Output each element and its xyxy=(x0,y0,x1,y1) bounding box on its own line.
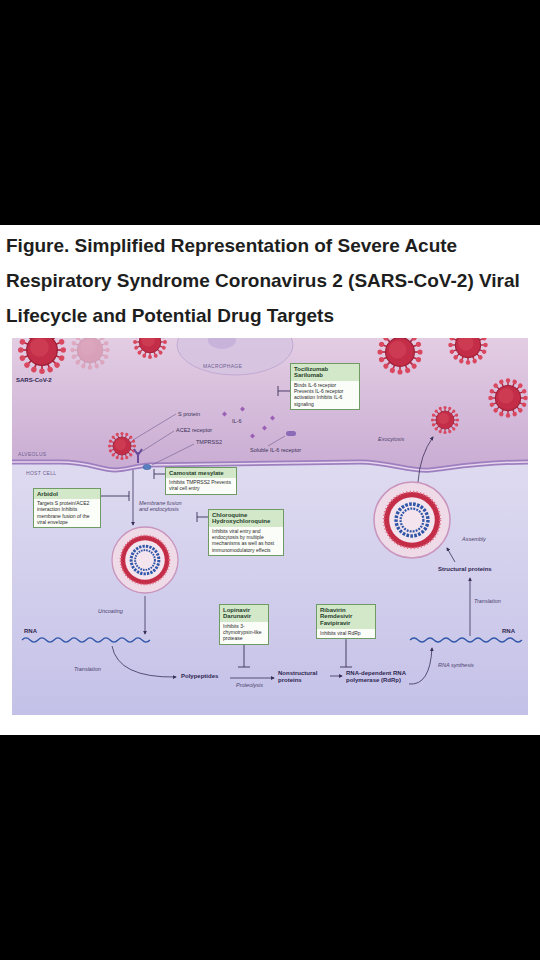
drug-action: Binds IL-6 receptor Prevents IL-6 recept… xyxy=(291,381,359,409)
part-label: RNA synthesis xyxy=(438,662,474,668)
soluble-il6-receptor-symbol xyxy=(286,431,296,436)
inhibition-line xyxy=(346,639,347,667)
endocytosis-arrow xyxy=(133,470,134,525)
drug-action: Targets S protein/ACE2 interaction Inhib… xyxy=(34,499,100,527)
leader-line xyxy=(152,444,194,465)
cell-membrane-inner xyxy=(12,462,528,470)
rna-synthesis-arrow xyxy=(409,648,432,684)
cell-membrane xyxy=(12,462,528,470)
drug-names: Chloroquine Hydroxychloroquine xyxy=(209,510,283,527)
inhibition-line xyxy=(129,491,130,501)
leader-line xyxy=(268,436,285,446)
inhibition-line xyxy=(278,386,279,396)
figure-title: Figure. Simplified Representation of Sev… xyxy=(6,228,534,333)
inhibition-line xyxy=(340,667,352,668)
drug-box: Tocilizumab SarilumabBinds IL-6 receptor… xyxy=(290,363,360,410)
part-label: S protein xyxy=(178,411,200,417)
figure-pane xyxy=(12,338,528,715)
part-label: Proteolysis xyxy=(236,682,263,688)
translation-arrow xyxy=(470,578,471,636)
part-label: TMPRSS2 xyxy=(196,439,222,445)
tmprss2-symbol xyxy=(143,464,151,469)
macrophage xyxy=(177,338,293,375)
part-label: Nonstructural proteins xyxy=(278,670,328,684)
drug-box: Camostat mesylateInhibits TMPRSS2 Preven… xyxy=(165,467,237,495)
il6-molecules xyxy=(222,407,275,439)
white-band xyxy=(0,225,540,735)
inhibition-lines xyxy=(101,386,352,667)
part-label: IL-6 xyxy=(232,418,241,424)
uncoating-arrow xyxy=(145,596,146,634)
part-label: Polypeptides xyxy=(181,673,218,680)
part-label: RNA-dependent RNA polymerase (RdRp) xyxy=(346,670,408,684)
part-label: ACE2 receptor xyxy=(176,427,212,433)
rna-strand xyxy=(22,638,150,642)
part-label: Translation xyxy=(474,598,501,604)
inhibition-line xyxy=(197,517,208,518)
drug-box: Ribavirin Remdesivir FavipiravirInhibits… xyxy=(316,604,376,639)
part-label: SARS-CoV-2 xyxy=(16,377,52,384)
exocytosis-arrow xyxy=(418,437,433,482)
translation-arrow xyxy=(112,646,176,677)
drug-action: Inhibits viral RdRp xyxy=(317,629,375,639)
rdrp-arrow xyxy=(330,676,342,677)
drug-box: Chloroquine HydroxychloroquineInhibits v… xyxy=(208,509,284,556)
part-label: Soluble IL-6 receptor xyxy=(250,447,301,453)
host-cell-cytoplasm xyxy=(12,338,528,715)
drug-action: Inhibits viral entry and endocytosis by … xyxy=(209,527,283,555)
part-label: Exocytosis xyxy=(378,436,404,442)
leader-line xyxy=(141,431,174,452)
inhibition-line xyxy=(154,469,155,479)
inhibition-line xyxy=(278,390,290,391)
part-label: RNA xyxy=(24,628,37,635)
pathway-arrows xyxy=(112,437,470,684)
inhibition-line xyxy=(197,512,198,522)
inhibition-line xyxy=(154,474,165,475)
drug-names: Arbidol xyxy=(34,489,100,499)
inhibition-line xyxy=(101,496,129,497)
part-label: ALVEOLUS xyxy=(18,452,46,458)
drug-action: Inhibits 3-chymotrypsin-like protease xyxy=(220,622,268,644)
part-label: RNA xyxy=(502,628,515,635)
part-label: Structural proteins xyxy=(438,566,492,573)
leader-line xyxy=(133,414,176,440)
part-label: HOST CELL xyxy=(26,471,56,477)
part-label: Uncoating xyxy=(98,608,123,614)
part-label: Assembly xyxy=(462,536,486,542)
part-label: Translation xyxy=(74,666,101,672)
rna-strand xyxy=(410,638,522,642)
proteolysis-arrow xyxy=(230,678,274,679)
drug-box: Lopinavir DarunavirInhibits 3-chymotryps… xyxy=(219,604,269,645)
drug-names: Camostat mesylate xyxy=(166,468,236,478)
part-label: MACROPHAGE xyxy=(203,364,242,370)
ace2-receptor-symbol xyxy=(134,449,142,463)
drug-action: Inhibits TMPRSS2 Prevents viral cell ent… xyxy=(166,478,236,494)
macrophage-nucleus xyxy=(208,338,236,349)
drug-names: Lopinavir Darunavir xyxy=(220,605,268,622)
inhibition-line xyxy=(238,667,250,668)
inhibition-line xyxy=(244,645,245,667)
drug-names: Ribavirin Remdesivir Favipiravir xyxy=(317,605,375,629)
part-label: Membrane fusion and endocytosis xyxy=(139,500,191,513)
assembly-arrow xyxy=(447,548,455,562)
drug-box: ArbidolTargets S protein/ACE2 interactio… xyxy=(33,488,101,528)
drug-names: Tocilizumab Sarilumab xyxy=(291,364,359,381)
